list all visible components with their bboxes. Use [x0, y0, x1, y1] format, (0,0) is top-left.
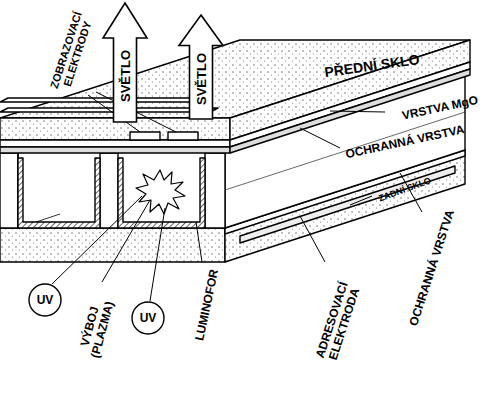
leader-line: [196, 222, 202, 262]
display-electrode: [168, 132, 198, 140]
mgo-layer: [0, 140, 230, 147]
leader-line: [150, 208, 165, 301]
leader-line: [300, 128, 340, 148]
circle-shape: [29, 284, 61, 316]
display-electrode: [0, 98, 198, 102]
discharge-label: VÝBOJ (PLAZMA): [75, 290, 118, 366]
plasma-burst: [136, 170, 185, 214]
rib-front: [100, 153, 118, 228]
protective-layer: [0, 147, 230, 153]
light-arrow: SVĚTLO: [102, 2, 148, 122]
circle-shape: [132, 302, 164, 334]
luminofor-layer: [18, 158, 100, 228]
arrow-shape: [179, 15, 223, 119]
back-glass-front: [0, 228, 225, 262]
leader-line: [330, 111, 385, 112]
node-text: UV: [37, 293, 54, 307]
display-electrodes-label: ZOBRAZOVACÍ ELEKTRODY: [47, 5, 97, 100]
uv-circle: UV: [131, 301, 165, 335]
leader-lines: [52, 92, 422, 301]
leader-line: [350, 196, 372, 205]
node-text: SVĚTLO: [194, 53, 209, 105]
display-electrode: [130, 132, 160, 140]
rib-front: [205, 153, 225, 228]
node-text: UV: [140, 311, 157, 325]
leader-line: [52, 196, 142, 284]
protective-layer-label: OCHRANNÁ VRSTVA: [403, 195, 461, 342]
front-glass-side: [230, 40, 470, 140]
light-arrow: SVĚTLO: [178, 14, 224, 119]
luminofor-label: LUMINOFOR: [190, 255, 223, 355]
luminofor-layer: [118, 158, 205, 228]
address-electrode-label: ADRESOVACÍ ELEKTRODA: [311, 271, 366, 374]
node-text: SVĚTLO: [118, 50, 133, 102]
arrow-shape: [103, 3, 147, 122]
leader-line: [300, 216, 325, 262]
rib-front: [0, 153, 18, 228]
uv-circle: UV: [28, 283, 62, 317]
